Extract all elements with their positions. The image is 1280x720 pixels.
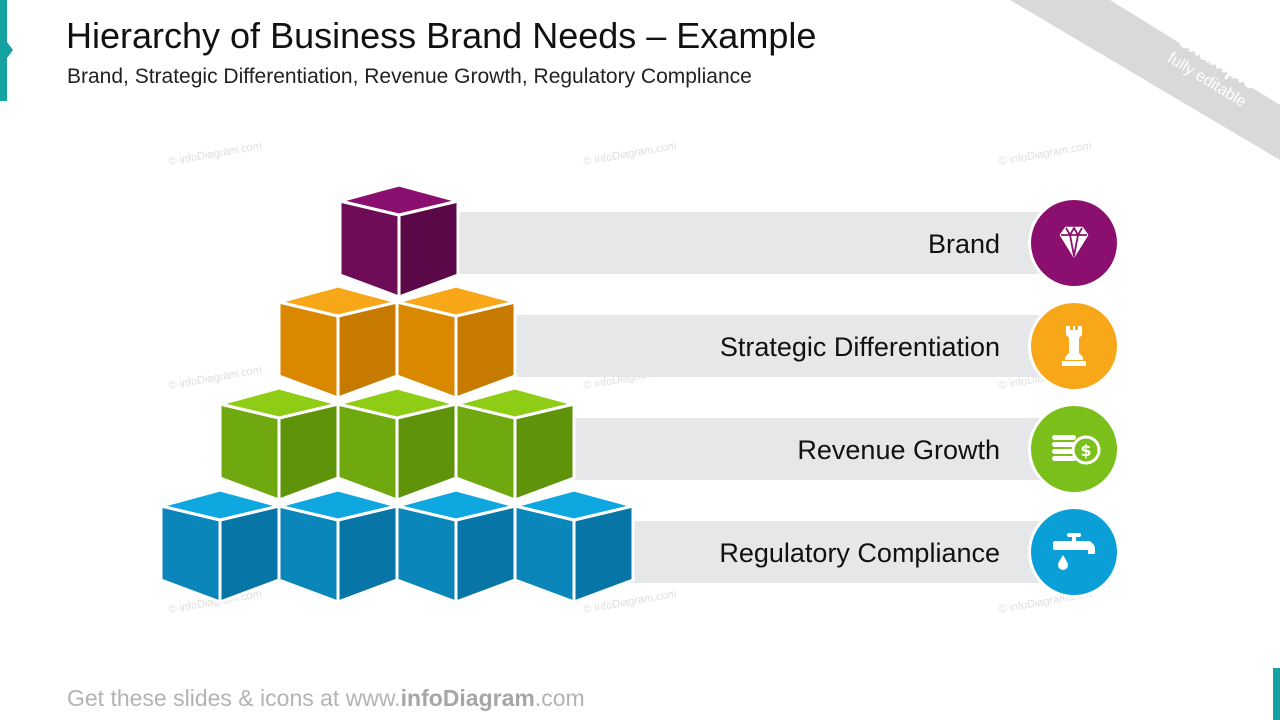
cube-top-face (513, 488, 635, 522)
level-bar-brand (454, 212, 1084, 274)
cube-left-face (218, 402, 281, 502)
coins-dollar-icon: $ (1028, 403, 1120, 495)
cube-right-face (336, 300, 399, 400)
watermark: © infoDiagram.com (167, 139, 263, 169)
footer-brand: infoDiagram (400, 685, 535, 711)
svg-text:$: $ (1080, 441, 1091, 460)
cube-top-face (395, 488, 517, 522)
cube-right-face (454, 300, 517, 400)
level-bar-strategic-differentiation (454, 315, 1084, 377)
cube-left-face (336, 402, 399, 502)
cube-left-face (277, 504, 340, 604)
right-accent-bar (1273, 668, 1280, 720)
cube-right-face (454, 504, 517, 604)
slide-title: Hierarchy of Business Brand Needs – Exam… (66, 15, 817, 56)
pyramid-cube (159, 488, 281, 604)
pyramid-cube (513, 488, 635, 604)
pyramid-cube (277, 488, 399, 604)
left-accent-bar (0, 0, 7, 101)
level-label-strategic-differentiation: Strategic Differentiation (719, 332, 1000, 362)
cube-pyramid (159, 183, 635, 604)
cube-left-face (159, 504, 222, 604)
water-tap-icon (1028, 506, 1120, 598)
cube-top-face (454, 386, 576, 420)
cube-left-face (395, 300, 458, 400)
cube-right-face (513, 402, 576, 502)
cube-top-face (277, 284, 399, 318)
cube-left-face (454, 402, 517, 502)
cube-left-face (338, 199, 401, 299)
pyramid-cube (338, 183, 460, 299)
level-label-brand: Brand (927, 229, 1000, 259)
cube-left-face (277, 300, 340, 400)
pyramid-cube (218, 386, 340, 502)
footer-suffix: .com (534, 685, 585, 711)
cube-right-face (336, 504, 399, 604)
cube-right-face (395, 402, 458, 502)
level-label-regulatory-compliance: Regulatory Compliance (719, 538, 1000, 568)
pyramid-cube (277, 284, 399, 400)
cube-top-face (336, 386, 458, 420)
cube-top-face (159, 488, 281, 522)
cube-top-face (338, 183, 460, 217)
slide-subtitle: Brand, Strategic Differentiation, Revenu… (67, 65, 752, 88)
footer-text: Get these slides & icons at www.infoDiag… (67, 682, 585, 714)
pyramid-cube (336, 386, 458, 502)
chess-rook-icon (1028, 300, 1120, 392)
cube-top-face (277, 488, 399, 522)
usage-example-ribbon: Usage example fully editable (1010, 0, 1280, 160)
pyramid-cube (454, 386, 576, 502)
cube-right-face (218, 504, 281, 604)
diamond-icon (1028, 197, 1120, 289)
cube-left-face (513, 504, 576, 604)
left-accent-arrow (7, 42, 13, 58)
cube-top-face (218, 386, 340, 420)
level-label-revenue-growth: Revenue Growth (797, 435, 1000, 465)
pyramid-cube (395, 284, 517, 400)
cube-right-face (397, 199, 460, 299)
pyramid-cube (395, 488, 517, 604)
footer-prefix: Get these slides & icons at www. (67, 685, 401, 711)
cube-left-face (395, 504, 458, 604)
cube-right-face (277, 402, 340, 502)
cube-right-face (572, 504, 635, 604)
cube-top-face (395, 284, 517, 318)
watermark: © infoDiagram.com (582, 139, 678, 169)
